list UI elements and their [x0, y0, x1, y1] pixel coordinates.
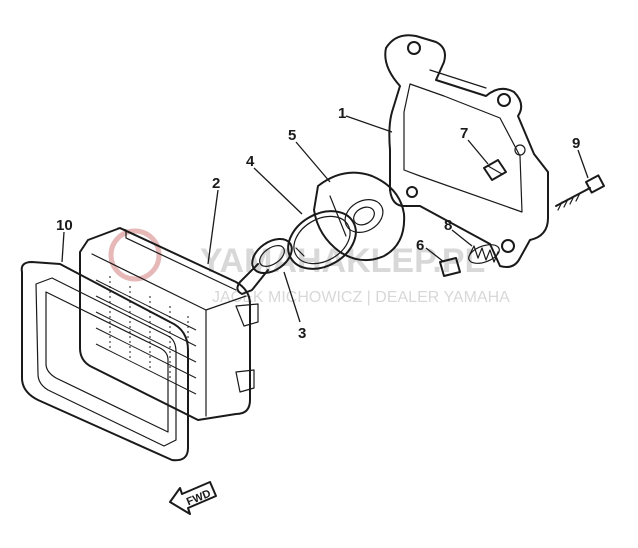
callout-10: 10: [56, 217, 73, 234]
callout-7: 7: [460, 125, 468, 142]
part-7-adjuster: [483, 159, 507, 181]
callout-6: 6: [416, 237, 424, 254]
callouts: 1 2 3 4 5 6 7 8 9 10: [56, 105, 580, 342]
part-6-nut: [439, 257, 461, 277]
fwd-arrow: FWD: [169, 481, 217, 515]
part-9-screw: [555, 174, 605, 211]
leader-lines: [61, 115, 589, 323]
part-2-lens-unit: [79, 227, 259, 421]
part-5-socket-cover: [313, 171, 406, 262]
callout-5: 5: [288, 127, 296, 144]
callout-2: 2: [212, 175, 220, 192]
part-3-bulb: [236, 237, 293, 295]
watermark-logo: [108, 228, 162, 282]
part-4-retaining-ring: [287, 210, 357, 270]
part-8-spring: [468, 244, 500, 264]
callout-4: 4: [246, 153, 255, 170]
callout-3: 3: [298, 325, 306, 342]
lens-pattern: [95, 276, 197, 395]
callout-8: 8: [444, 217, 452, 234]
watermark-sub-text: JACEK MICHOWICZ | DEALER YAMAHA: [212, 289, 510, 306]
callout-9: 9: [572, 135, 580, 152]
part-1-bracket: [384, 34, 549, 268]
callout-1: 1: [338, 105, 346, 122]
